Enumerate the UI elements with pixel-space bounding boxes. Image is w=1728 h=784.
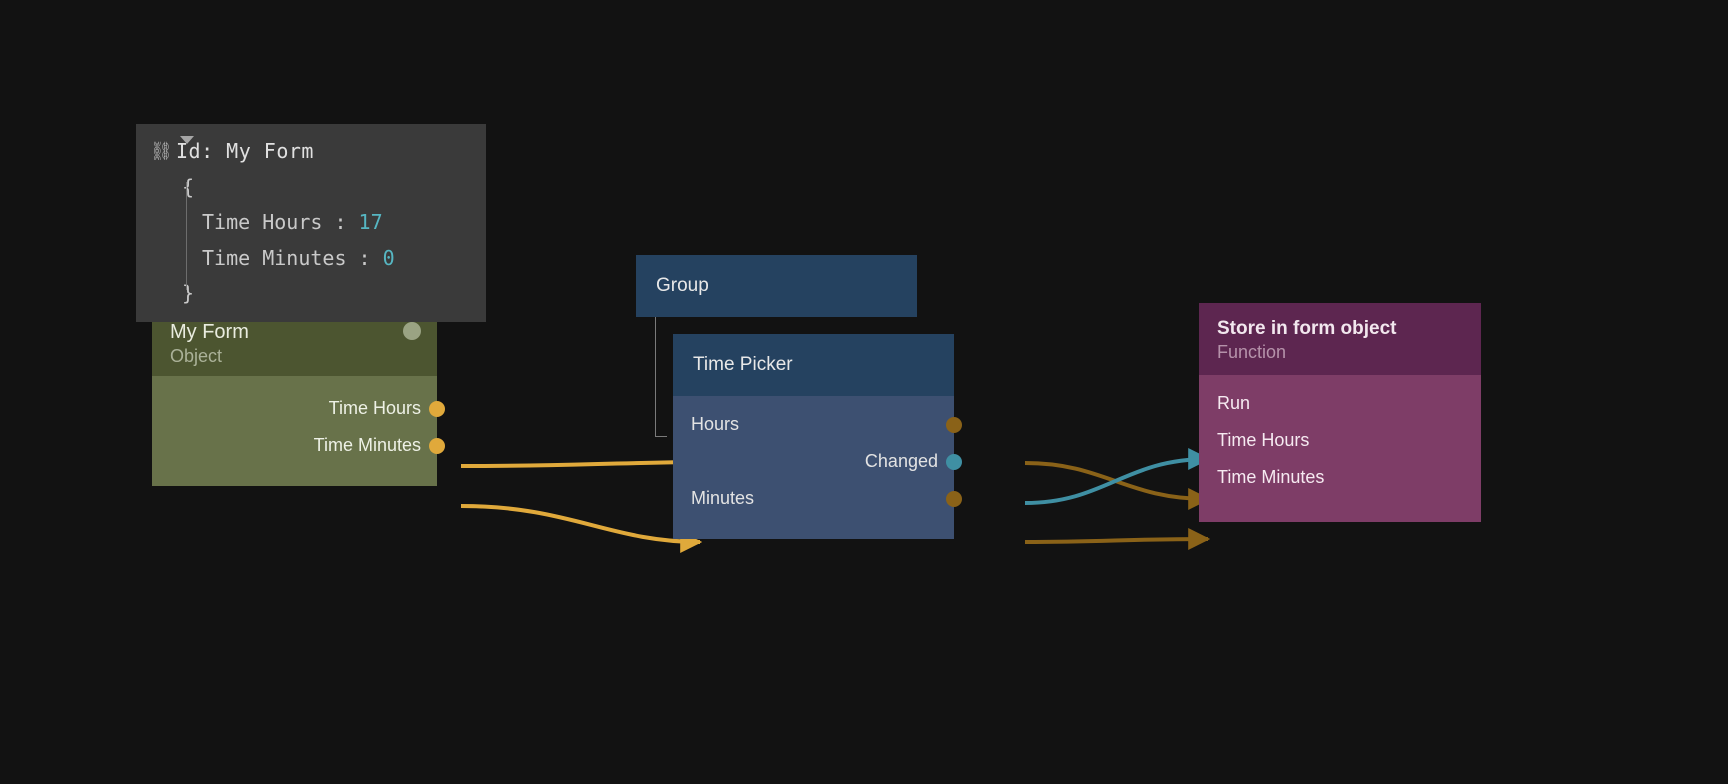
node-store-in-form-object-body: Run Time Hours Time Minutes (1199, 375, 1481, 522)
node-store-in-form-object-title: Store in form object (1217, 318, 1397, 339)
inspector-property-key: Time Hours : (202, 210, 359, 235)
output-port-label: Changed (864, 451, 938, 471)
node-store-in-form-object[interactable]: Store in form object Function Run Time H… (1199, 303, 1481, 522)
input-port-row-time-hours[interactable]: Time Hours (1199, 422, 1481, 459)
input-port-label: Hours (691, 414, 740, 434)
node-time-picker[interactable]: Time Picker Hours Changed Minutes (673, 334, 962, 539)
output-port-label: Time Minutes (313, 435, 421, 455)
output-port-row-changed[interactable]: Changed (673, 443, 962, 480)
group-connector-line (655, 317, 656, 437)
node-my-form[interactable]: My Form Object Time Hours Time Minutes (152, 308, 445, 486)
inspector-open-brace-row[interactable]: { (136, 136, 486, 290)
output-port-label: Time Hours (328, 398, 421, 418)
status-indicator-dot[interactable] (403, 322, 421, 340)
output-port-dot-time-hours[interactable] (429, 400, 445, 417)
input-port-label: Time Minutes (1217, 467, 1325, 487)
output-port-dot-changed[interactable] (946, 453, 962, 470)
tree-guide-line (186, 182, 187, 290)
inspector-property-row: Time Minutes : 0 (136, 241, 486, 277)
pin-icon[interactable]: ⛓ (150, 141, 173, 162)
inspector-property-value: 0 (382, 245, 395, 270)
wire-hoursout-to-functiontimehours (1024, 461, 1211, 510)
chevron-down-icon[interactable] (180, 136, 194, 144)
output-port-row-time-hours[interactable]: Time Hours (152, 390, 445, 427)
input-port-label: Minutes (691, 488, 755, 508)
inspector-property-row: Time Hours : 17 (136, 205, 486, 241)
input-port-label: Run (1217, 393, 1251, 413)
node-group-header[interactable]: Group (636, 255, 917, 317)
inspector-tooltip[interactable]: ⛓ Id: My Form { Time Hours : 17 Time Min… (136, 124, 486, 322)
node-group[interactable]: Group (636, 255, 917, 317)
node-time-picker-header[interactable]: Time Picker (673, 334, 954, 396)
input-port-row-time-minutes[interactable]: Time Minutes (1199, 459, 1481, 496)
input-port-row-run[interactable]: Run (1199, 385, 1481, 422)
node-time-picker-title: Time Picker (693, 354, 793, 376)
inspector-title: Id: My Form (176, 139, 314, 163)
output-port-row-time-minutes[interactable]: Time Minutes (152, 427, 445, 464)
wire-timeminutes-to-minutes (460, 504, 703, 553)
node-store-in-form-object-subtitle: Function (1217, 341, 1287, 362)
wire-minutesout-to-functiontimeminutes (1024, 528, 1211, 551)
node-time-picker-body: Hours Changed Minutes (673, 396, 962, 539)
input-port-row-minutes[interactable]: Minutes (673, 480, 962, 517)
wire-timehours-to-hours (460, 451, 703, 474)
inspector-open-brace: { (182, 174, 195, 199)
inspector-close-brace: } (182, 281, 195, 306)
inspector-title-row: ⛓ Id: My Form (136, 134, 486, 170)
output-port-dot-time-minutes[interactable] (429, 437, 445, 454)
node-my-form-body: Time Hours Time Minutes (152, 376, 445, 486)
group-connector-tick (655, 436, 667, 437)
input-port-label: Time Hours (1217, 430, 1310, 450)
inspector-property-key: Time Minutes : (202, 245, 383, 270)
wire-changed-to-run (1024, 448, 1211, 505)
inspector-close-brace-row: } (136, 276, 486, 312)
node-group-title: Group (656, 275, 709, 297)
output-port-dot-hours[interactable] (946, 416, 962, 433)
output-port-dot-minutes[interactable] (946, 490, 962, 507)
node-store-in-form-object-header[interactable]: Store in form object Function (1199, 303, 1481, 375)
input-port-row-hours[interactable]: Hours (673, 406, 962, 443)
inspector-property-value: 17 (358, 210, 383, 235)
node-my-form-subtitle: Object (170, 346, 223, 366)
node-my-form-title: My Form (170, 321, 249, 343)
